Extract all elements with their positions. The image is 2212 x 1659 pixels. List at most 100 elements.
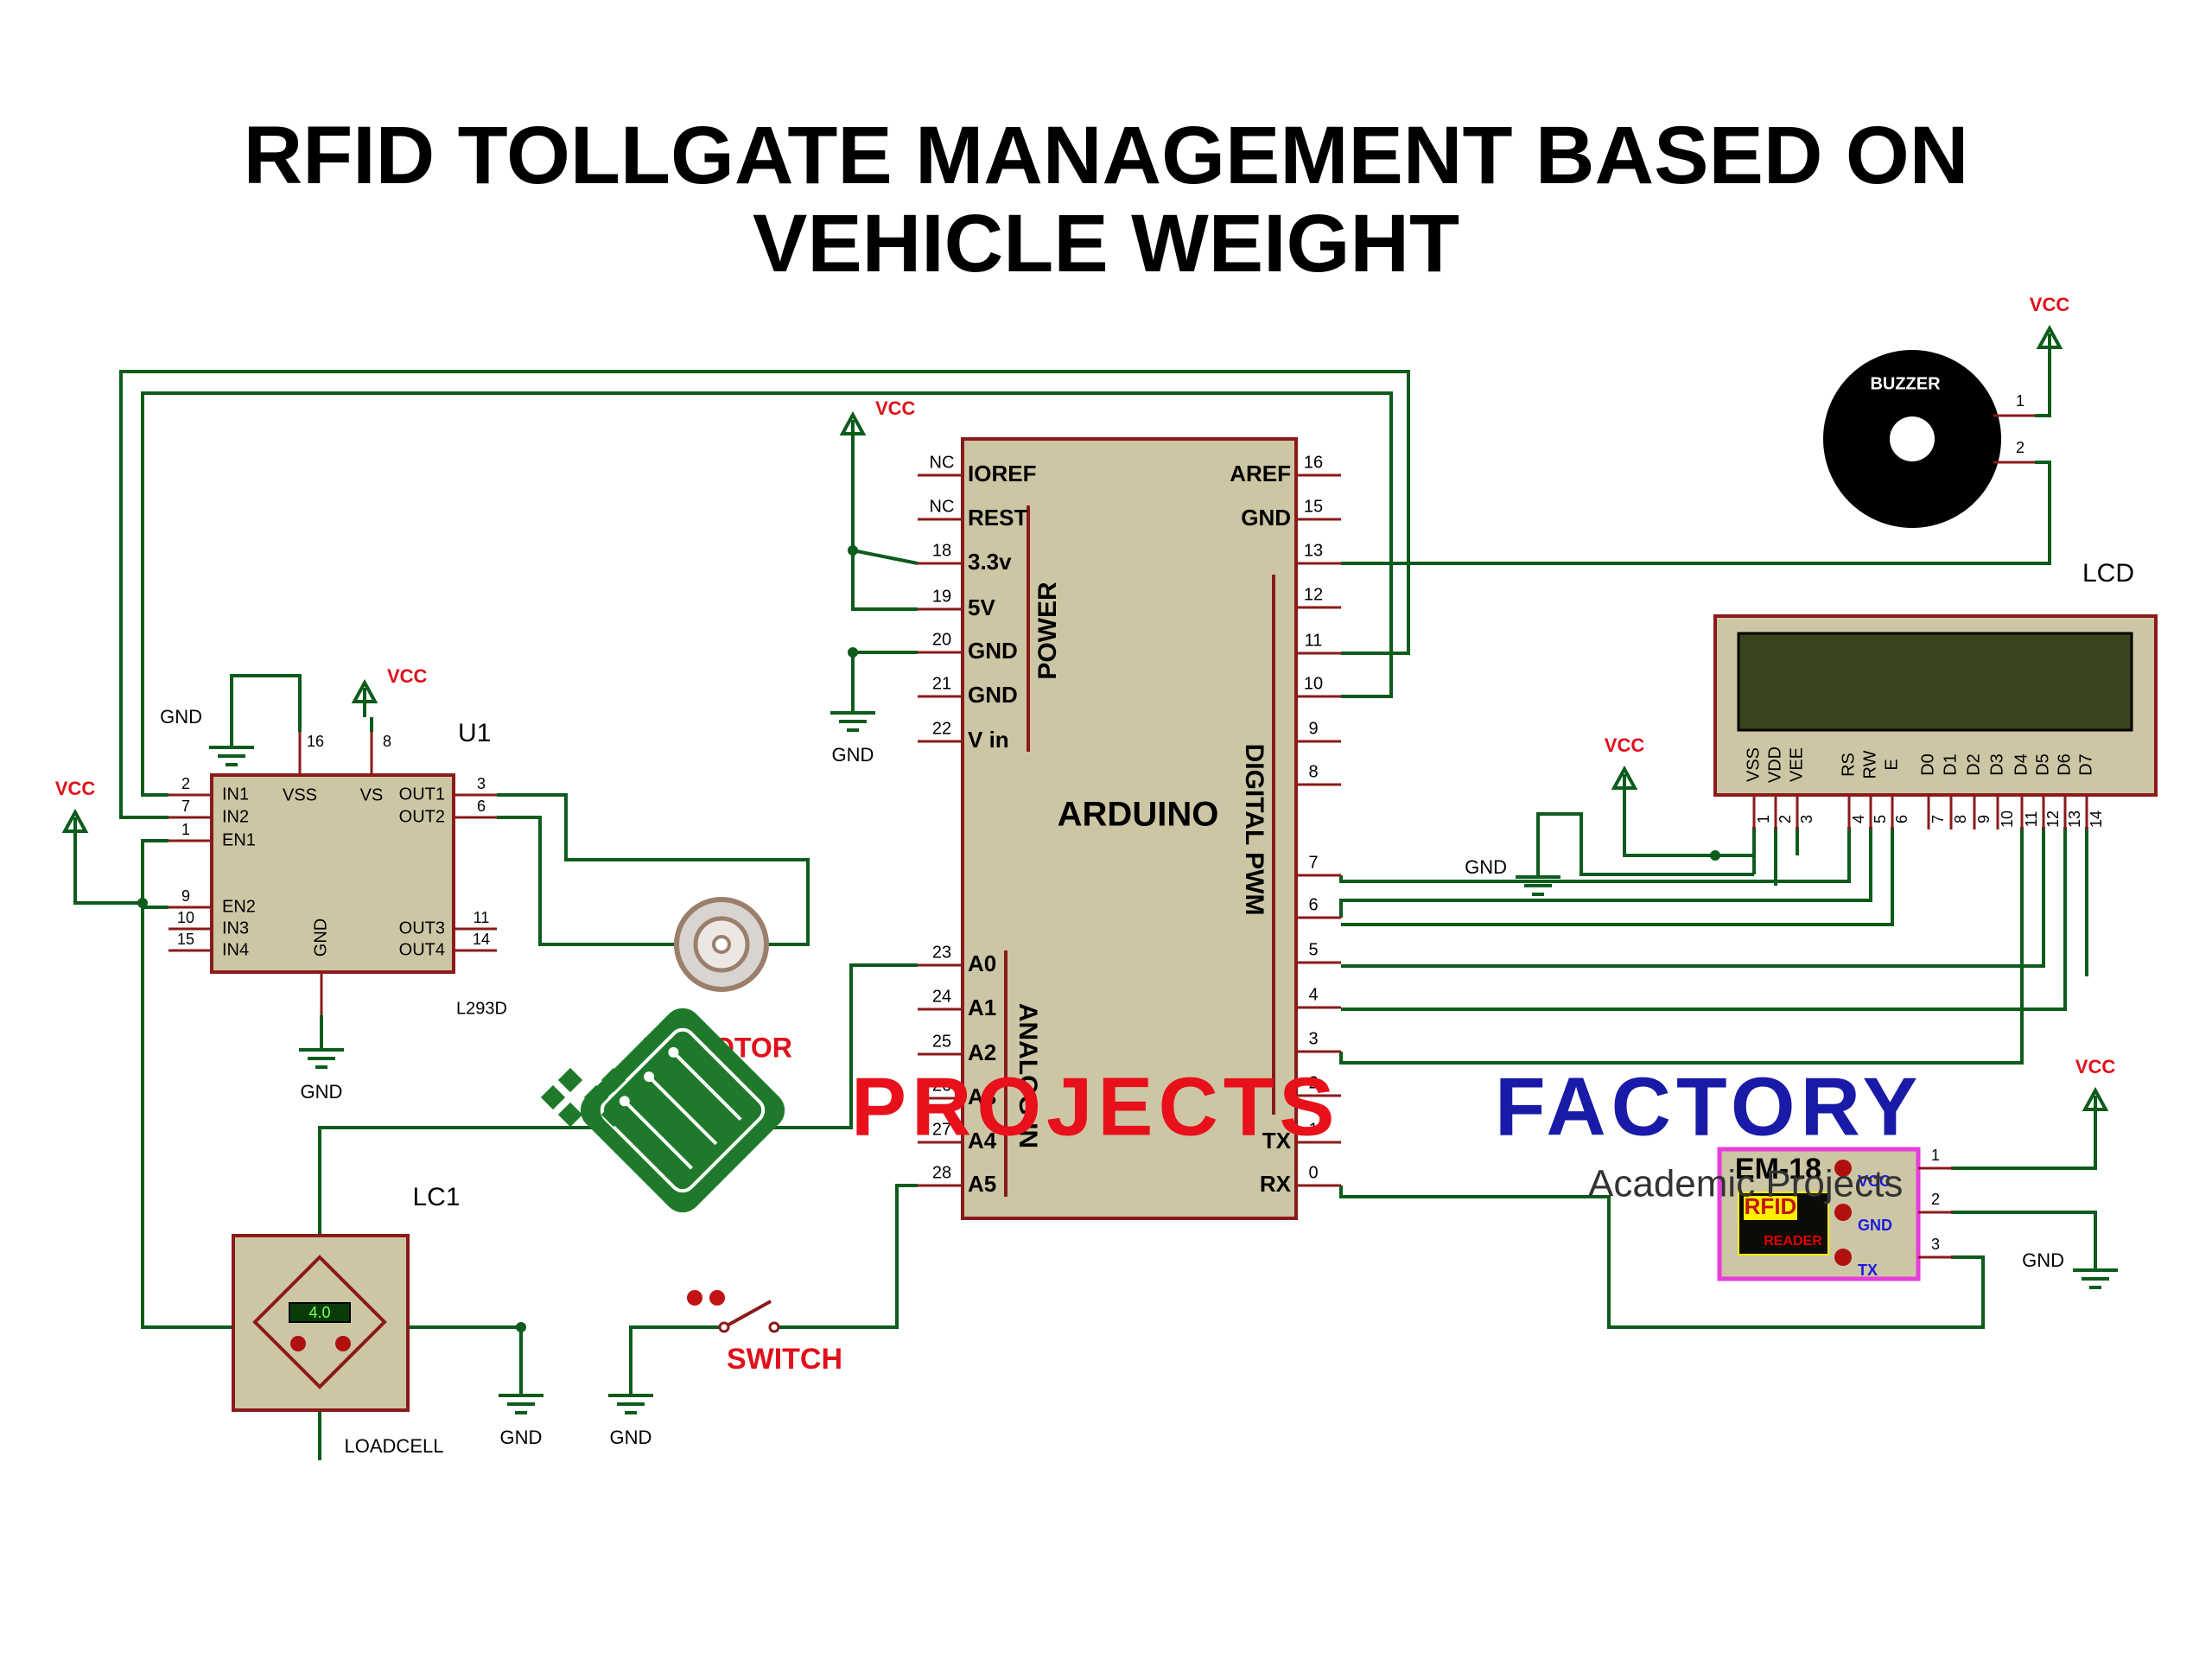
wire [1951,1211,2097,1253]
loadcell-button-icon [335,1336,351,1351]
driver-pin-label: OUT1 [399,785,445,804]
arduino-pin-label: GND [1241,505,1291,531]
arduino-pin-number: 12 [1304,585,1323,604]
lcd-pin-label: VEE [1787,747,1806,782]
lcd-pin-number: 4 [1850,815,1867,823]
wire [1341,827,1894,926]
driver-pin-number: 15 [177,931,194,948]
arduino-pin-label: A0 [968,950,996,976]
lcd-pin-number: 6 [1893,815,1910,823]
driver-pin-number: 3 [477,775,486,792]
lcd-pin-number: 2 [1777,815,1794,823]
driver-part: L293D [456,999,507,1018]
driver-pin-number: 1 [181,821,190,838]
rfid-pin-pad-icon [1834,1249,1852,1266]
lcd-pin-label: D2 [1964,753,1983,776]
driver-pin-label: GND [311,918,330,957]
wire [230,674,302,732]
vcc-arrow-icon [839,410,867,435]
driver-pin-label: OUT4 [399,940,445,959]
rfid-pin-label: VCC [1858,1173,1891,1190]
l293d-body [210,773,455,974]
logo-pixel [601,1067,626,1093]
wire [318,963,918,1236]
gnd-label: GND [301,1081,343,1103]
logo-pixel [557,1067,583,1093]
switch-contact-icon [687,1290,702,1306]
wire [141,391,1393,797]
switch-contact-icon [709,1290,725,1306]
arduino-pin-number: NC [930,497,955,516]
arduino-pin-number: 21 [932,674,951,693]
rfid-name: EM-18 [1735,1153,1821,1185]
watermark-tagline: Academic Projects [1588,1163,1903,1205]
lcd-pin-label: D1 [1941,753,1960,776]
driver-pin-label: IN4 [222,940,249,959]
arduino-body [961,437,1298,1220]
arduino-pin-number: 27 [932,1120,951,1139]
arduino-pin-label: REST [968,505,1027,531]
driver-pin-number: 14 [473,931,490,948]
switch-label: SWITCH [727,1343,842,1376]
driver-pin-label: EN1 [222,830,256,849]
loadcell-display [289,1302,351,1323]
rfid-pin-label: TX [1858,1262,1878,1279]
rfid-pin-pad-icon [1834,1160,1852,1177]
lcd-pin-label: RW [1860,750,1879,779]
wire [1341,827,2045,968]
wire [73,847,143,905]
vcc-arrow-icon [2082,1086,2109,1111]
arduino-pin-number: 4 [1308,985,1318,1004]
rfid-badge: RFID [1745,1193,1797,1219]
driver-pin-number: 7 [181,798,190,815]
lcd-pin-number: 14 [2088,810,2105,828]
driver-pin-number: 10 [177,909,194,926]
arduino-pin-number: 18 [932,541,951,560]
lcd-pin-number: 3 [1798,815,1815,823]
gnd-label: GND [832,744,874,766]
gnd-label: GND [2022,1249,2064,1271]
wire [852,549,918,565]
arduino-pin-number: 2 [1308,1073,1318,1092]
wire [1341,461,2051,565]
vcc-label: VCC [1605,734,1645,756]
switch-lever [723,1300,772,1329]
arduino-pin-label: A4 [968,1128,997,1154]
vcc-arrow-icon [351,678,378,703]
driver-pin-label: VSS [283,785,317,804]
arduino-pin-label: 3.3v [968,549,1012,575]
title-line-1: RFID TOLLGATE MANAGEMENT BASED ON [243,110,1969,201]
logo-trace [623,1099,694,1170]
wire [408,1325,523,1378]
arduino-pin-label: A2 [968,1039,996,1065]
loadcell-button-icon [290,1336,306,1351]
driver-pin-number: 2 [181,775,190,792]
driver-pin-label: IN3 [222,918,249,938]
lcd-pin-label: D4 [2012,753,2031,776]
logo-trace [647,1075,718,1146]
watermark-word-factory: FACTORY [1495,1060,1923,1153]
driver-pin-number: 8 [383,733,391,750]
vcc-label: VCC [387,665,428,687]
rfid-pin-number: 1 [1931,1147,1940,1164]
logo-pixel [601,1102,626,1128]
arduino-pin-label: GND [968,638,1018,664]
gnd-label: GND [610,1427,652,1448]
arduino-pin-number: 22 [932,719,951,738]
junction-dot [137,898,148,908]
arduino-pin-label: A3 [968,1084,996,1109]
driver-pin-label: VS [360,785,384,804]
rfid-pin-number: 2 [1931,1191,1940,1208]
lcd-pin-number: 10 [1999,810,2016,828]
power-group-label: POWER [1033,582,1062,680]
logo-pixel [583,1084,609,1110]
rfid-badge-bg [1744,1196,1797,1220]
analog-group-label: ANALOG IN [1014,1003,1042,1148]
loadcell-bridge-icon [252,1255,387,1389]
buzzer-label: BUZZER [1870,374,1941,393]
vcc-arrow-icon [2036,324,2063,349]
rfid-pin-label: GND [1858,1217,1892,1234]
arduino-pin-number: 7 [1308,853,1318,872]
arduino-pin-label: V in [968,727,1009,753]
lcd-pin-number: 8 [1952,815,1969,823]
